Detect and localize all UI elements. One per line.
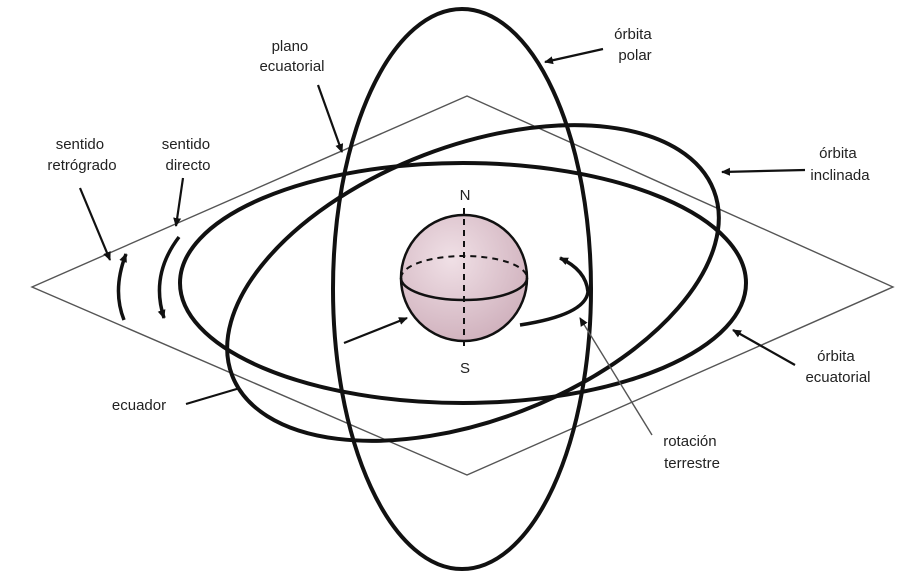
- label-orbita-inclinada: órbita inclinada: [810, 145, 870, 184]
- earth-rotation-arrow: [520, 258, 588, 325]
- pointer-equatorial-orbit: [733, 330, 795, 365]
- pointer-inclined-orbit: [722, 170, 805, 172]
- label-sentido-directo: sentido directo: [162, 136, 215, 174]
- pointer-equatorial-plane: [318, 85, 342, 152]
- label-rotacion-terrestre: rotación terrestre: [663, 433, 721, 472]
- direct-direction-arc: [159, 237, 179, 318]
- pointer-polar-orbit: [545, 49, 603, 62]
- pointer-direct: [176, 178, 183, 226]
- earth: [401, 208, 527, 350]
- label-orbita-polar: órbita polar: [614, 26, 656, 64]
- pointer-equator: [186, 388, 240, 404]
- label-south-pole: S: [460, 360, 470, 377]
- pointer-retrograde: [80, 188, 110, 260]
- label-ecuador: ecuador: [112, 397, 166, 414]
- retrograde-direction-arc: [118, 254, 126, 320]
- label-north-pole: N: [460, 187, 471, 204]
- pointer-equator-arrow: [344, 318, 407, 343]
- label-sentido-retrogrado: sentido retrógrado: [47, 136, 116, 174]
- label-orbita-ecuatorial: órbita ecuatorial: [805, 348, 870, 386]
- label-plano-ecuatorial: plano ecuatorial: [259, 38, 324, 75]
